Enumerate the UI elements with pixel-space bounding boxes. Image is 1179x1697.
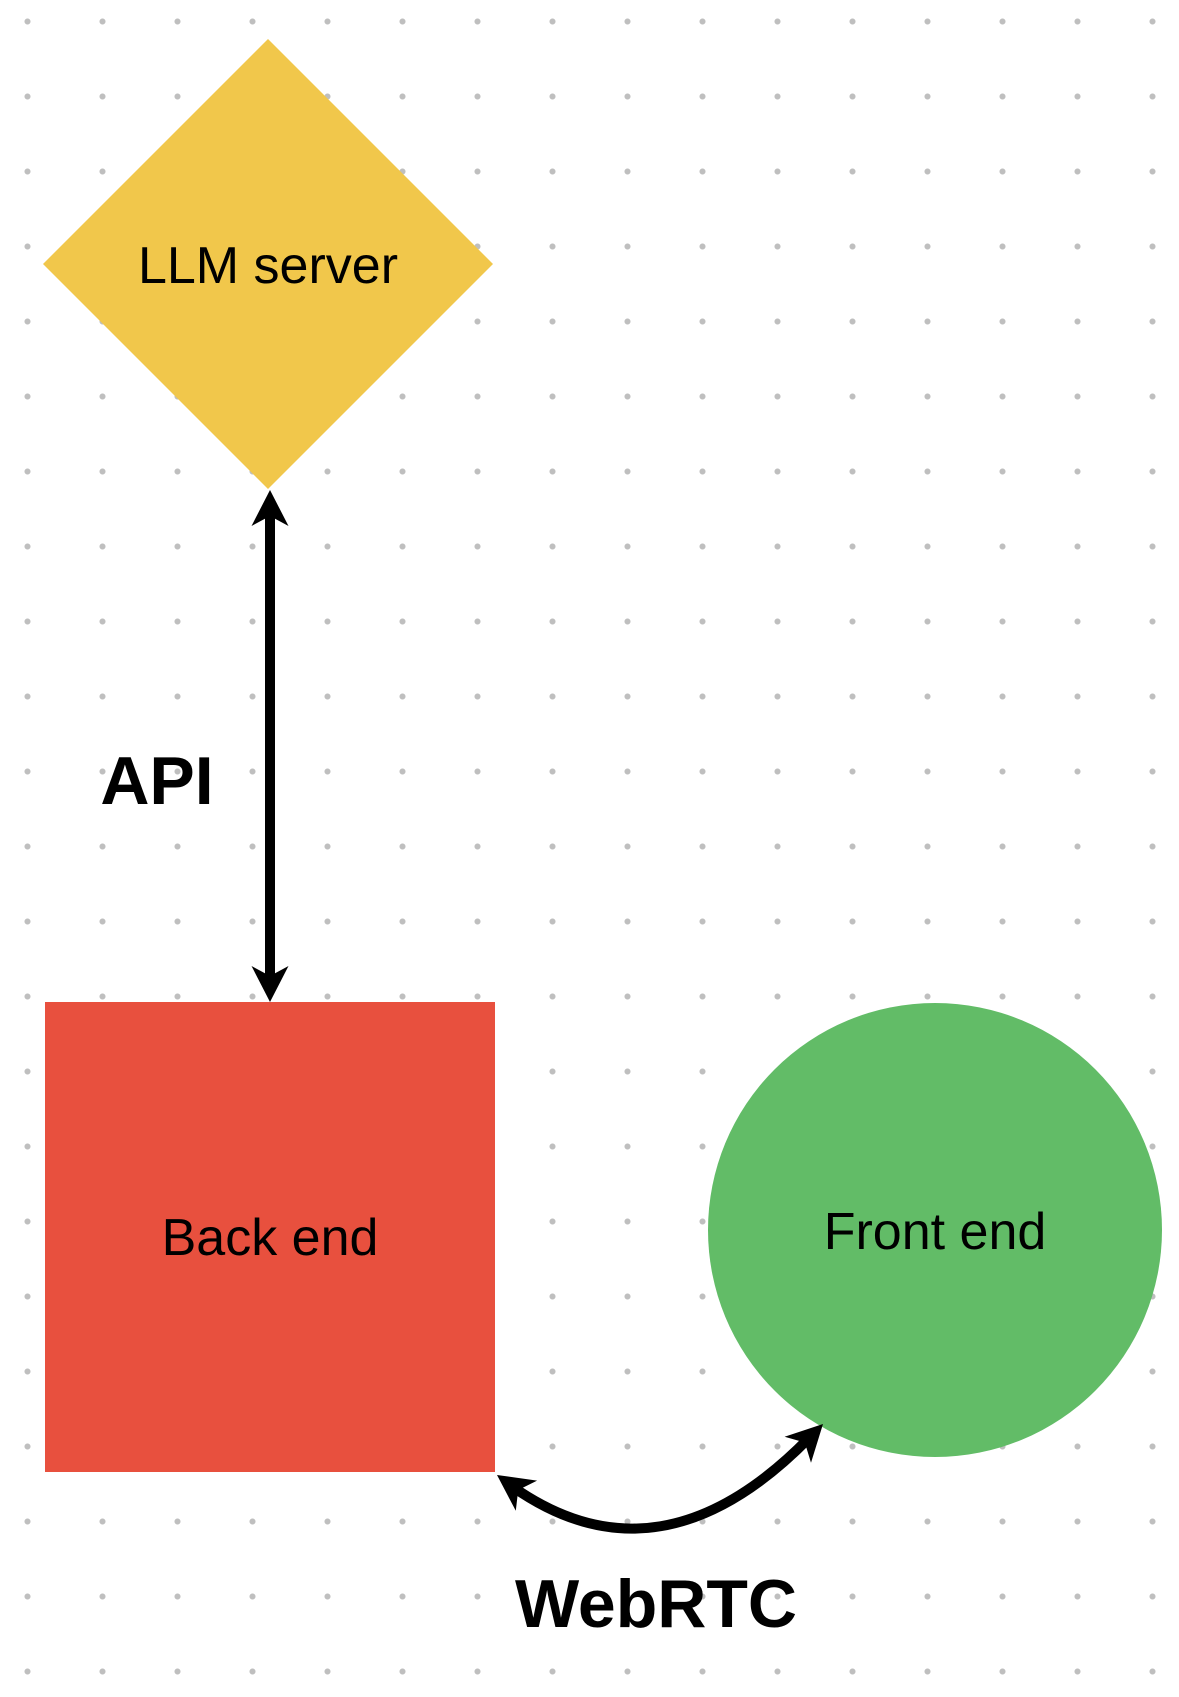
edge-webrtc-shaft [510,1434,813,1534]
node-front-end-label: Front end [824,1203,1047,1261]
edge-webrtc-label: WebRTC [515,1566,797,1642]
edge-api-arrowhead-top [251,490,289,526]
node-back-end-label: Back end [162,1209,379,1267]
edge-api-label: API [100,743,213,819]
edge-webrtc-arrow[interactable] [497,1424,823,1534]
edge-api-arrowhead-bottom [251,966,289,1002]
edge-api-arrow[interactable] [251,490,289,1002]
node-llm-server-diamond[interactable] [43,39,493,489]
node-llm-server-label: LLM server [138,237,398,295]
node-back-end-square[interactable] [45,1002,495,1472]
node-front-end-circle[interactable] [708,1003,1162,1457]
edge-webrtc-arrowhead-left [497,1475,538,1511]
edge-webrtc-arrowhead-right [784,1424,823,1463]
